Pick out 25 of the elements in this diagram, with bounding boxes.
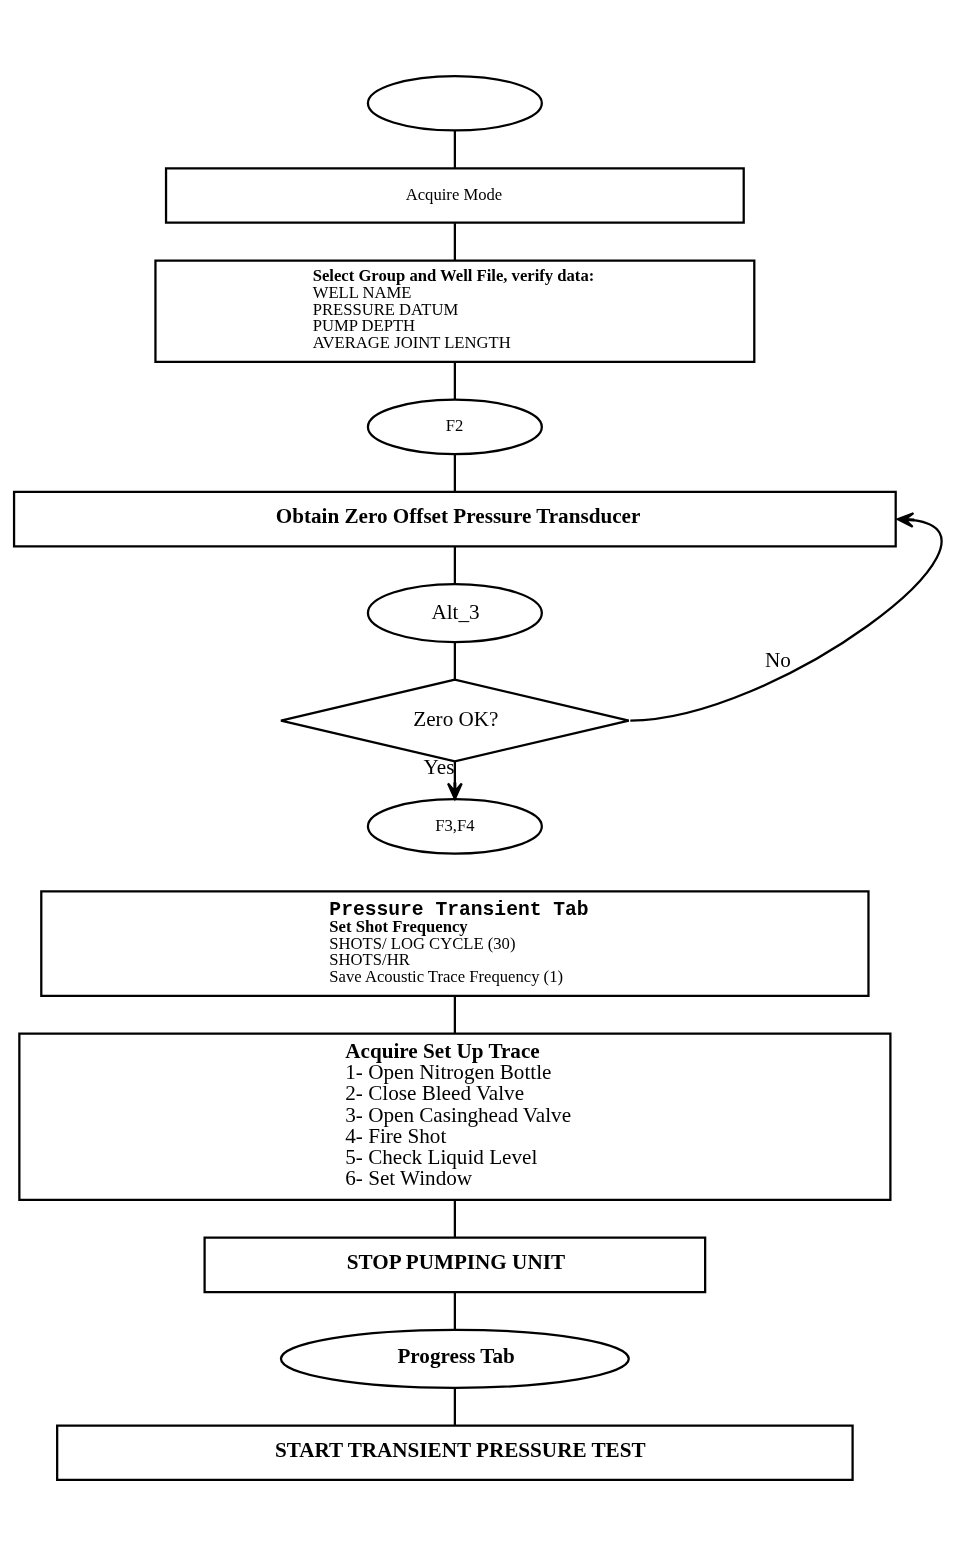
node-box: Pressure Transient Tab Set Shot Frequency SHOTS/ LOG CYCLE (30) SHOTS/HR Save Acoustic Trace Frequency (1) [40, 889, 870, 997]
node-box: START TRANSIENT PRESSURE TEST [56, 1423, 854, 1481]
node-box: STOP PUMPING UNIT [203, 1236, 707, 1293]
node-ellipse: F2 [366, 398, 543, 455]
connector [453, 545, 456, 584]
connector [453, 453, 456, 492]
node-box: Obtain Zero Offset Pressure Transducer [12, 490, 897, 547]
node-box: Select Group and Well File, verify data: WELL NAME PRESSURE DATUM PUMP DEPTH AVERAGE JOINT LENGTH [154, 258, 756, 363]
node-ellipse [366, 74, 543, 132]
connector [453, 361, 456, 399]
connector [453, 1199, 456, 1237]
node-ellipse: Progress Tab [279, 1328, 630, 1389]
arrow [446, 761, 463, 800]
edge-label: No [764, 647, 791, 672]
node-box: Acquire Set Up Trace 1- Open Nitrogen Bottle 2- Close Bleed Valve 3- Open Casinghead Valve 4- Fire Shot 5- Check Liquid Level 6- Set Window [18, 1031, 892, 1201]
connector [453, 641, 456, 680]
node-ellipse: F3,F4 [366, 797, 543, 855]
node-box: Acquire Mode [164, 166, 745, 224]
node-ellipse: Alt_3 [366, 582, 543, 643]
connector [453, 1291, 456, 1330]
arrow [630, 511, 943, 722]
connector [453, 995, 456, 1033]
connector [453, 222, 456, 260]
connector [453, 130, 456, 168]
connector [453, 1387, 456, 1425]
